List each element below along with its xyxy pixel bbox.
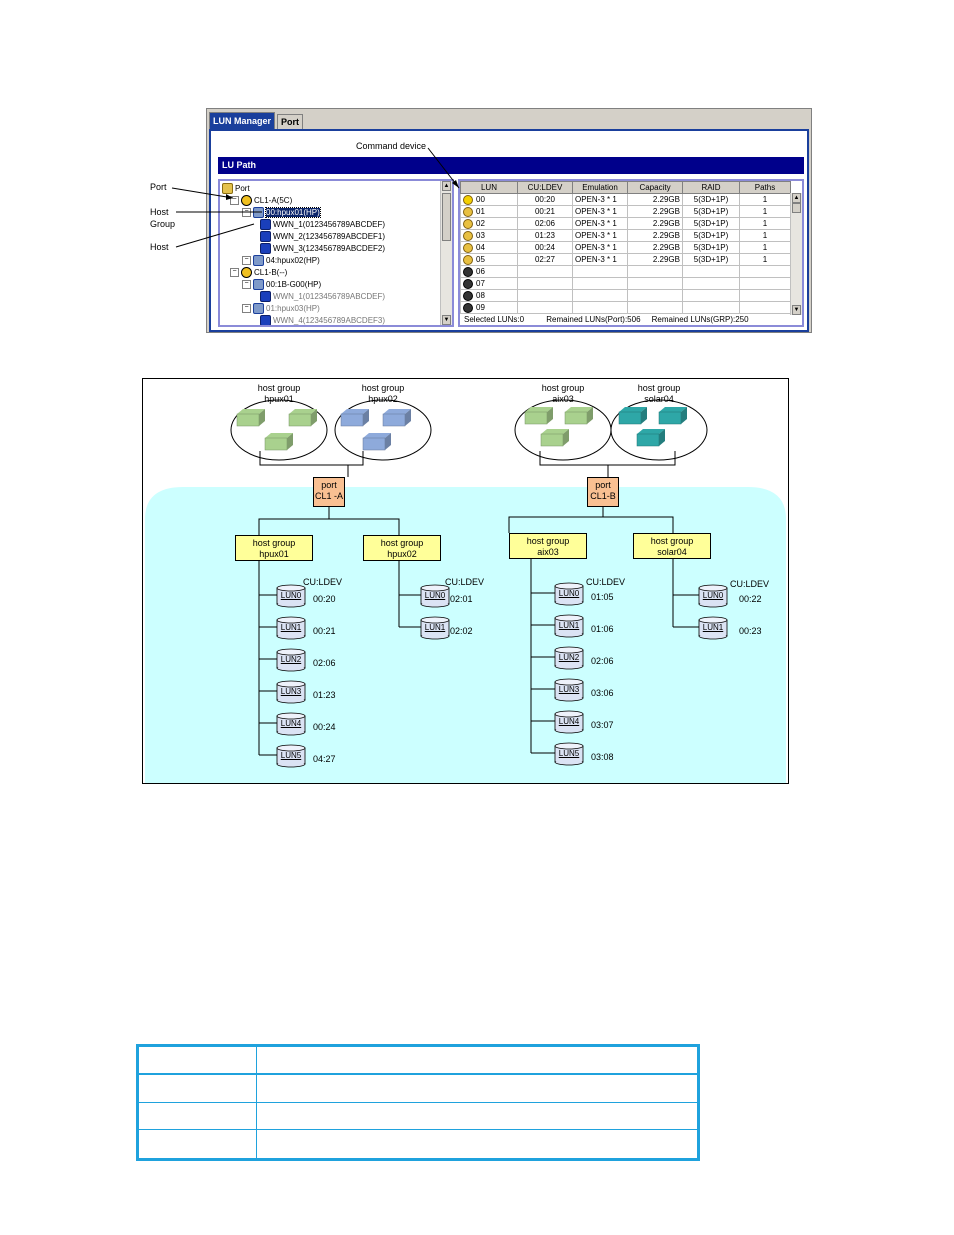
host-group-name: solar04 bbox=[619, 394, 699, 404]
cu-ldev-header: CU:LDEV bbox=[730, 579, 769, 589]
callout-lines bbox=[0, 0, 954, 340]
host-group-label: host group bbox=[634, 536, 710, 547]
host-group-box: host groupsolar04 bbox=[633, 533, 711, 559]
cu-ldev-value: 02:02 bbox=[450, 626, 473, 636]
cu-ldev-value: 04:27 bbox=[313, 754, 336, 764]
host-group-name: hpux01 bbox=[239, 394, 319, 404]
host-group-name: aix03 bbox=[523, 394, 603, 404]
host-group-label: host group bbox=[236, 538, 312, 549]
host-server-icon bbox=[525, 412, 547, 424]
port-label: CL1-B bbox=[588, 491, 618, 502]
host-group-name: host group bbox=[523, 383, 603, 393]
lun-label: LUN5 bbox=[555, 749, 583, 758]
host-server-icon bbox=[363, 438, 385, 450]
host-group-box: host grouphpux02 bbox=[363, 535, 441, 561]
host-group-box: host grouphpux01 bbox=[235, 535, 313, 561]
cu-ldev-value: 02:01 bbox=[450, 594, 473, 604]
cu-ldev-value: 00:22 bbox=[739, 594, 762, 604]
host-server-icon bbox=[265, 438, 287, 450]
cu-ldev-value: 00:21 bbox=[313, 626, 336, 636]
host-group-label: host group bbox=[510, 536, 586, 547]
lun-label: LUN0 bbox=[421, 591, 449, 600]
host-server-icon bbox=[619, 412, 641, 424]
host-group-label: solar04 bbox=[634, 547, 710, 558]
lun-label: LUN3 bbox=[555, 685, 583, 694]
cu-ldev-value: 01:23 bbox=[313, 690, 336, 700]
lun-label: LUN1 bbox=[699, 623, 727, 632]
host-group-label: hpux01 bbox=[236, 549, 312, 560]
port-label: port bbox=[588, 480, 618, 491]
lun-label: LUN0 bbox=[277, 591, 305, 600]
host-server-icon bbox=[659, 412, 681, 424]
table-column-rule bbox=[256, 1047, 257, 1158]
lun-label: LUN4 bbox=[555, 717, 583, 726]
host-group-diagram: host grouphpux01host grouphpux02host gro… bbox=[142, 378, 789, 784]
lun-label: LUN1 bbox=[277, 623, 305, 632]
cu-ldev-header: CU:LDEV bbox=[445, 577, 484, 587]
host-group-label: hpux02 bbox=[364, 549, 440, 560]
host-server-icon bbox=[383, 414, 405, 426]
lun-label: LUN0 bbox=[699, 591, 727, 600]
host-server-icon bbox=[637, 434, 659, 446]
host-server-icon bbox=[341, 414, 363, 426]
host-group-name: hpux02 bbox=[343, 394, 423, 404]
table-header-rule bbox=[139, 1073, 697, 1075]
host-group-name: host group bbox=[343, 383, 423, 393]
port-label: port bbox=[314, 480, 344, 491]
host-server-icon bbox=[565, 412, 587, 424]
cu-ldev-value: 02:06 bbox=[313, 658, 336, 668]
lun-label: LUN1 bbox=[555, 621, 583, 630]
host-group-label: host group bbox=[364, 538, 440, 549]
cu-ldev-value: 03:06 bbox=[591, 688, 614, 698]
lun-label: LUN2 bbox=[277, 655, 305, 664]
lun-label: LUN0 bbox=[555, 589, 583, 598]
cu-ldev-value: 02:06 bbox=[591, 656, 614, 666]
table-row-rule bbox=[139, 1129, 697, 1130]
cu-ldev-value: 00:20 bbox=[313, 594, 336, 604]
cu-ldev-value: 00:23 bbox=[739, 626, 762, 636]
cu-ldev-value: 03:08 bbox=[591, 752, 614, 762]
host-server-icon bbox=[289, 414, 311, 426]
host-group-label: aix03 bbox=[510, 547, 586, 558]
host-server-icon bbox=[237, 414, 259, 426]
cu-ldev-header: CU:LDEV bbox=[586, 577, 625, 587]
table-row-rule bbox=[139, 1102, 697, 1103]
cu-ldev-value: 01:06 bbox=[591, 624, 614, 634]
lun-label: LUN3 bbox=[277, 687, 305, 696]
cu-ldev-value: 01:05 bbox=[591, 592, 614, 602]
cu-ldev-header: CU:LDEV bbox=[303, 577, 342, 587]
host-group-name: host group bbox=[619, 383, 699, 393]
host-server-icon bbox=[541, 434, 563, 446]
lun-label: LUN1 bbox=[421, 623, 449, 632]
host-group-name: host group bbox=[239, 383, 319, 393]
cu-ldev-value: 00:24 bbox=[313, 722, 336, 732]
cu-ldev-value: 03:07 bbox=[591, 720, 614, 730]
blank-table bbox=[136, 1044, 700, 1161]
port-label: CL1 -A bbox=[314, 491, 344, 502]
lun-label: LUN5 bbox=[277, 751, 305, 760]
lun-label: LUN2 bbox=[555, 653, 583, 662]
lun-label: LUN4 bbox=[277, 719, 305, 728]
